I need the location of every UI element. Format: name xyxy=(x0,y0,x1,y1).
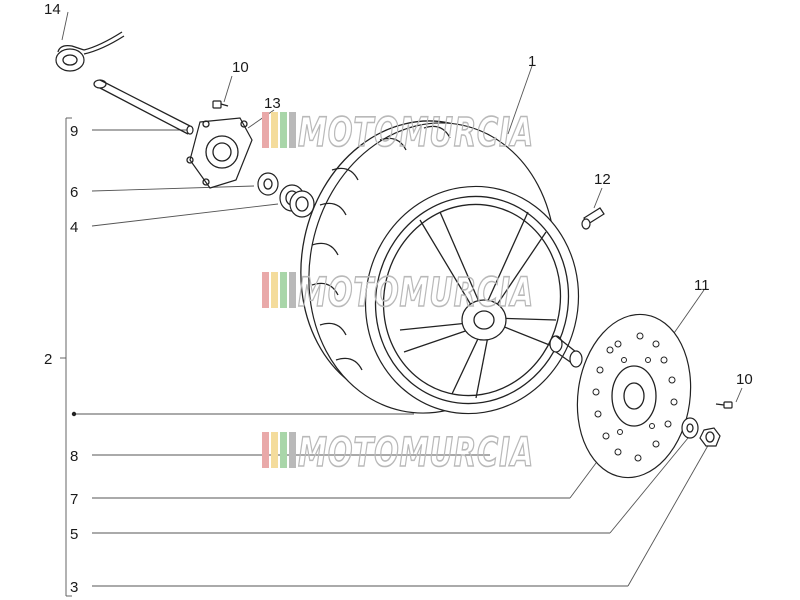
label-9: 9 xyxy=(70,123,78,140)
axle-part xyxy=(93,79,194,135)
nut-part xyxy=(699,427,721,447)
watermark-text: MOTOMURCIA xyxy=(298,110,534,156)
label-5: 5 xyxy=(70,526,78,543)
disc-holes xyxy=(592,332,678,462)
seal-part xyxy=(257,172,279,196)
watermark-2: MOTOMURCIA xyxy=(262,269,534,317)
label-14: 14 xyxy=(44,1,61,18)
valve-part xyxy=(581,207,605,230)
label-6: 6 xyxy=(70,184,78,201)
spacer-part xyxy=(549,335,583,368)
label-13: 13 xyxy=(264,95,281,112)
label-10-top: 10 xyxy=(232,59,249,76)
bearing-part xyxy=(279,184,315,218)
watermark-1: MOTOMURCIA xyxy=(262,109,534,157)
watermark-3: MOTOMURCIA xyxy=(262,429,534,477)
label-10-right: 10 xyxy=(736,371,753,388)
speedo-drive-part xyxy=(55,31,125,72)
label-4: 4 xyxy=(70,219,78,236)
watermark-stripes xyxy=(262,112,296,148)
label-8: 8 xyxy=(70,448,78,465)
screw-top-part xyxy=(212,100,229,109)
wheel-part xyxy=(300,120,580,415)
watermark-stripes xyxy=(262,272,296,308)
label-11: 11 xyxy=(694,277,710,294)
watermark-stripes xyxy=(262,432,296,468)
label-3: 3 xyxy=(70,579,78,596)
callout-labels: 14 10 13 1 9 6 4 12 11 2 10 8 7 5 3 xyxy=(44,1,753,596)
label-2: 2 xyxy=(44,351,52,368)
washer-part xyxy=(681,417,699,439)
brake-disc-part xyxy=(576,313,692,479)
watermark-text: MOTOMURCIA xyxy=(298,270,534,316)
watermark-text: MOTOMURCIA xyxy=(298,430,534,476)
drive-plate-part xyxy=(186,117,253,189)
label-12: 12 xyxy=(594,171,611,188)
label-1: 1 xyxy=(528,53,536,70)
screw-right-part xyxy=(715,401,733,409)
label-7: 7 xyxy=(70,491,78,508)
